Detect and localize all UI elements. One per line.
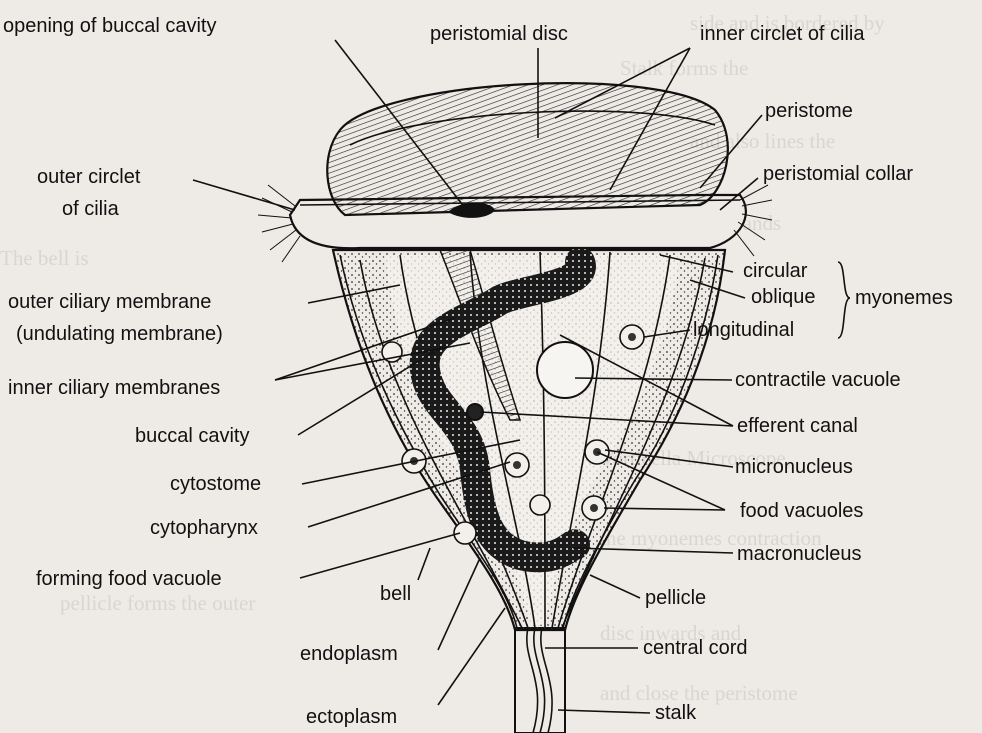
- label-circular: circular: [743, 260, 808, 282]
- label-macronucleus: macronucleus: [737, 543, 862, 565]
- label-endoplasm: endoplasm: [300, 643, 398, 665]
- label-opening-of-buccal-cavity: opening of buccal cavity: [3, 15, 216, 37]
- stalk-shape: [515, 628, 565, 733]
- label-buccal-cavity: buccal cavity: [135, 425, 250, 447]
- label-central-cord: central cord: [643, 637, 748, 659]
- svg-text:The bell is: The bell is: [0, 246, 89, 270]
- label-oblique: oblique: [751, 286, 816, 308]
- svg-text:and close the peristome: and close the peristome: [600, 681, 798, 705]
- label-myonemes: myonemes: [855, 287, 953, 309]
- label-peristomial-disc: peristomial disc: [430, 23, 568, 45]
- label-contractile-vacuole: contractile vacuole: [735, 369, 901, 391]
- label-longitudinal: longitudinal: [693, 319, 794, 341]
- label-cytostome: cytostome: [170, 473, 261, 495]
- label-efferent-canal: efferent canal: [737, 415, 858, 437]
- label-inner-circlet-of-cilia: inner circlet of cilia: [700, 23, 865, 45]
- label-outer-ciliary-membrane: outer ciliary membrane: [8, 291, 211, 313]
- label-undulating-membrane: (undulating membrane): [16, 323, 223, 345]
- label-inner-ciliary-membranes: inner ciliary membranes: [8, 377, 220, 399]
- peristomial-disc-shape: [327, 83, 728, 215]
- label-forming-food-vacuole: forming food vacuole: [36, 568, 222, 590]
- label-micronucleus: micronucleus: [735, 456, 853, 478]
- label-stalk: stalk: [655, 702, 697, 724]
- label-bell: bell: [380, 583, 411, 605]
- label-peristomial-collar: peristomial collar: [763, 163, 913, 185]
- bell-body: [333, 250, 725, 630]
- label-pellicle: pellicle: [645, 587, 706, 609]
- contractile-vacuole-shape: [537, 342, 593, 398]
- label-food-vacuoles: food vacuoles: [740, 500, 863, 522]
- label-ectoplasm: ectoplasm: [306, 706, 397, 728]
- svg-text:pellicle forms the outer: pellicle forms the outer: [60, 591, 255, 615]
- label-cytopharynx: cytopharynx: [150, 517, 258, 539]
- label-outer-circlet: outer circlet: [37, 166, 141, 188]
- label-peristome: peristome: [765, 100, 853, 122]
- label-of-cilia: of cilia: [62, 198, 120, 220]
